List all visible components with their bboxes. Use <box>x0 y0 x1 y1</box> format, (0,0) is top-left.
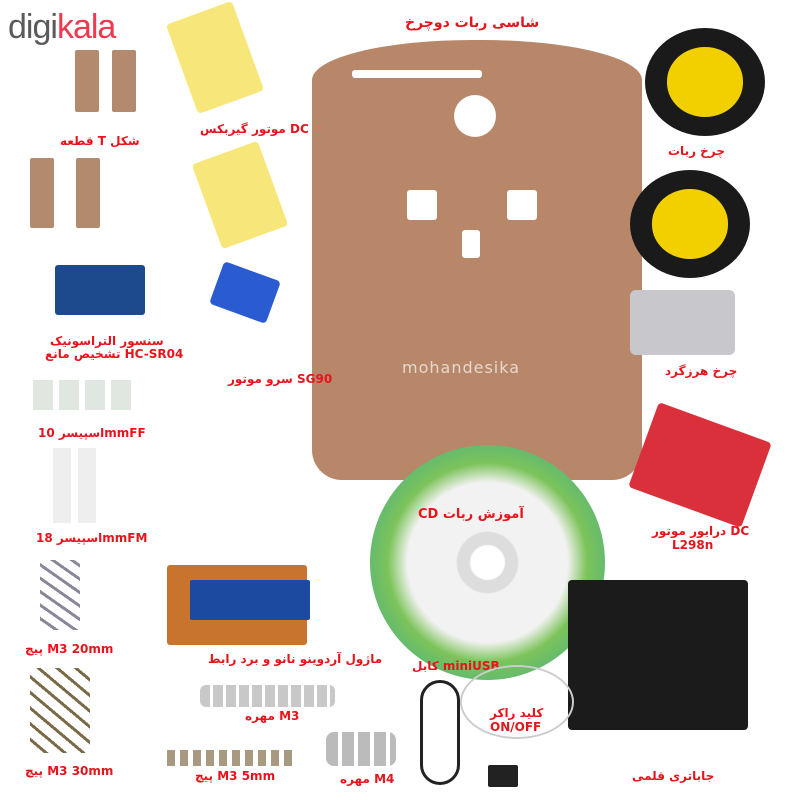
driver-label-2: L298n <box>672 538 714 552</box>
nut-m4-label: مهره M4 <box>340 772 395 786</box>
screw-30mm-image <box>30 668 90 753</box>
gear-motor-label: موتور گیربکس DC <box>200 122 309 136</box>
spacer-ff-label: اسپیسر 10mmFF <box>38 426 146 440</box>
l298n-driver-image <box>628 402 772 528</box>
chassis-watermark: mohandesika <box>402 358 521 377</box>
t-piece-image <box>112 50 136 112</box>
gear-motor-image <box>165 0 265 115</box>
caster-wheel-image <box>630 290 735 355</box>
caster-label: چرخ هرزگرد <box>665 364 738 378</box>
arduino-nano-image <box>190 580 310 620</box>
m4-nuts-image <box>326 732 396 766</box>
digikala-logo: digikala <box>8 8 116 47</box>
ultrasonic-label-1: سنسور التراسونیک <box>50 334 164 348</box>
ultrasonic-sensor-image <box>55 265 145 315</box>
t-piece-label: قطعه T شکل <box>60 134 140 148</box>
robot-chassis-image: mohandesika <box>312 40 642 480</box>
rocker-label-2: ON/OFF <box>490 720 542 734</box>
t-piece-image <box>76 158 100 228</box>
switch-wire-image <box>460 665 574 739</box>
robot-wheel-image <box>645 28 765 136</box>
logo-part1: digi <box>8 8 58 46</box>
servo-image <box>209 261 281 324</box>
chassis-label: شاسی ربات دوچرخ <box>405 15 540 31</box>
screw-20mm-image <box>40 560 80 630</box>
ultrasonic-label-2: تشخیص مانع HC-SR04 <box>45 347 184 361</box>
robot-wheel-image <box>630 170 750 278</box>
gear-motor-image <box>191 140 289 250</box>
cd-label: CD آموزش ربات <box>418 507 524 522</box>
nut-m3-label: مهره M3 <box>245 709 300 723</box>
logo-part2: kala <box>56 8 116 46</box>
usb-cable-image <box>420 680 460 785</box>
servo-label: سرو موتور SG90 <box>228 372 333 386</box>
rocker-label-1: کلید راکر <box>490 706 544 720</box>
screw-30-label: پیچ M3 30mm <box>25 764 114 778</box>
m3-5mm-screws-image <box>167 750 297 766</box>
t-piece-image <box>75 50 99 112</box>
rocker-switch-image <box>488 765 518 787</box>
driver-label-1: درایور موتور DC <box>652 524 750 538</box>
t-piece-image <box>30 158 54 228</box>
arduino-label: ماژول آردوینو نانو و برد رابط <box>208 652 383 666</box>
spacer-fm-label: اسپیسر 18mmFM <box>36 531 148 545</box>
screw-20-label: پیچ M3 20mm <box>25 642 114 656</box>
battery-label: جاباتری قلمی <box>632 769 715 783</box>
spacer-ff-image <box>33 380 133 410</box>
screw-5-label: پیچ M3 5mm <box>195 769 276 783</box>
robot-wheel-label: چرخ ربات <box>668 144 725 158</box>
spacer-fm-image <box>78 448 96 523</box>
battery-holder-image <box>568 580 748 730</box>
training-cd-image <box>370 445 605 680</box>
spacer-fm-image <box>53 448 71 523</box>
usb-cable-label: کابل miniUSB <box>412 659 500 673</box>
m3-nuts-image <box>200 685 335 707</box>
